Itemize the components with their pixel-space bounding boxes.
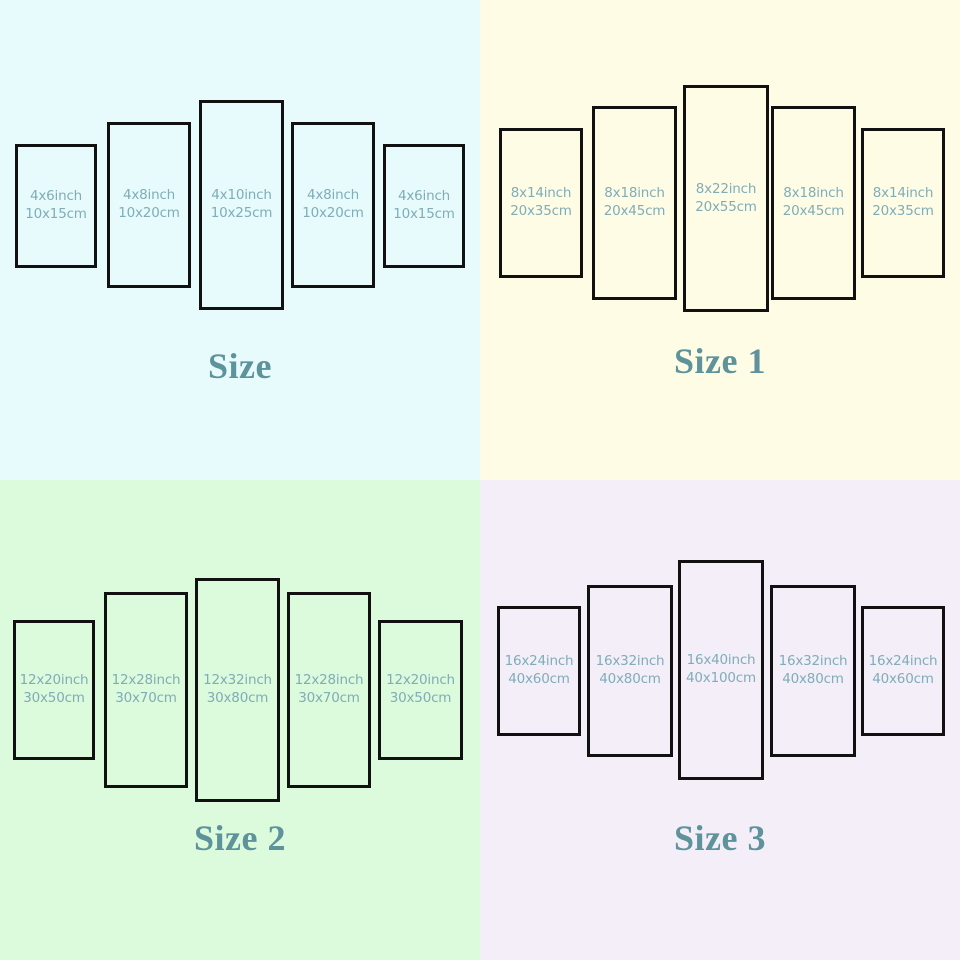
panel-size-3-3[interactable]: 16x40inch 40x100cm [678, 560, 764, 780]
panel-size-3-4[interactable]: 16x32inch 40x80cm [770, 585, 856, 757]
panel-label: 12x20inch 30x50cm [386, 672, 455, 708]
panel-label-cm: 30x70cm [298, 690, 360, 706]
panel-label-cm: 20x45cm [603, 203, 666, 219]
panel-size-1-2[interactable]: 8x18inch 20x45cm [592, 106, 677, 300]
panel-size-2-5[interactable]: 12x20inch 30x50cm [378, 620, 463, 760]
panel-size-2-1[interactable]: 12x20inch 30x50cm [13, 620, 95, 760]
panel-size-1-4[interactable]: 8x18inch 20x45cm [771, 106, 856, 300]
panel-label-inch: 12x20inch [386, 672, 455, 689]
panel-label: 8x14inch 20x35cm [510, 185, 572, 221]
panel-label-cm: 20x35cm [510, 203, 572, 219]
quadrant-title-size-2: Size 2 [194, 818, 286, 858]
panel-label-cm: 30x50cm [23, 690, 85, 706]
quadrant-size: 4x6inch 10x15cm 4x8inch 10x20cm 4x10inch… [0, 0, 480, 480]
panel-label: 12x28inch 30x70cm [112, 672, 181, 708]
panel-label-cm: 40x100cm [686, 670, 756, 686]
panel-label-inch: 16x32inch [595, 653, 665, 670]
panel-label-cm: 40x60cm [872, 671, 934, 687]
panel-label: 16x24inch 40x60cm [869, 653, 938, 689]
panel-size-1[interactable]: 4x6inch 10x15cm [15, 144, 97, 268]
panel-label-inch: 4x8inch [306, 187, 360, 204]
quadrant-title-size: Size [208, 346, 272, 386]
panel-size-5[interactable]: 4x6inch 10x15cm [383, 144, 465, 268]
panel-size-4[interactable]: 4x8inch 10x20cm [291, 122, 375, 288]
panel-label: 8x22inch 20x55cm [695, 181, 757, 217]
panel-label-cm: 40x80cm [782, 671, 844, 687]
panel-group-size-1: 8x14inch 20x35cm 8x18inch 20x45cm 8x22in… [480, 0, 960, 480]
quadrant-size-3: 16x24inch 40x60cm 16x32inch 40x80cm 16x4… [480, 480, 960, 960]
panel-label-cm: 10x25cm [210, 205, 273, 221]
panel-group-size-2: 12x20inch 30x50cm 12x28inch 30x70cm 12x3… [0, 480, 480, 960]
panel-label: 8x14inch 20x35cm [872, 185, 934, 221]
quadrant-title-size-3: Size 3 [674, 818, 766, 858]
quadrant-size-2: 12x20inch 30x50cm 12x28inch 30x70cm 12x3… [0, 480, 480, 960]
panel-label-cm: 10x20cm [302, 205, 364, 221]
panel-label-inch: 4x6inch [29, 188, 83, 205]
panel-label-cm: 30x80cm [206, 690, 269, 706]
panel-label: 4x6inch 10x15cm [393, 188, 455, 224]
panel-label-cm: 20x35cm [872, 203, 934, 219]
panel-label: 12x28inch 30x70cm [295, 672, 364, 708]
panel-size-1-1[interactable]: 8x14inch 20x35cm [499, 128, 583, 278]
panel-group-size: 4x6inch 10x15cm 4x8inch 10x20cm 4x10inch… [0, 0, 480, 480]
panel-label-inch: 16x40inch [686, 652, 756, 669]
panel-size-2[interactable]: 4x8inch 10x20cm [107, 122, 191, 288]
panel-label-cm: 40x80cm [599, 671, 661, 687]
panel-label-cm: 40x60cm [508, 671, 570, 687]
panel-label-inch: 12x32inch [203, 672, 272, 689]
panel-label-inch: 12x20inch [19, 672, 89, 689]
panel-label: 8x18inch 20x45cm [783, 185, 845, 221]
panel-label-inch: 8x18inch [604, 185, 665, 202]
panel-label: 16x40inch 40x100cm [686, 652, 756, 688]
panel-label-inch: 8x22inch [695, 180, 757, 197]
quadrant-size-1: 8x14inch 20x35cm 8x18inch 20x45cm 8x22in… [480, 0, 960, 480]
panel-size-2-4[interactable]: 12x28inch 30x70cm [287, 592, 371, 788]
panel-label: 4x8inch 10x20cm [302, 187, 364, 223]
panel-label-cm: 30x70cm [115, 690, 177, 706]
panel-label-inch: 4x6inch [397, 188, 451, 205]
panel-size-1-5[interactable]: 8x14inch 20x35cm [861, 128, 945, 278]
panel-size-2-3[interactable]: 12x32inch 30x80cm [195, 578, 280, 802]
panel-group-size-3: 16x24inch 40x60cm 16x32inch 40x80cm 16x4… [480, 480, 960, 960]
panel-label-cm: 10x20cm [118, 205, 180, 221]
panel-label-cm: 10x15cm [25, 206, 87, 222]
panel-label-inch: 16x32inch [778, 653, 848, 670]
panel-label: 8x18inch 20x45cm [604, 185, 666, 221]
panel-label-cm: 10x15cm [393, 206, 455, 222]
quadrant-title-size-1: Size 1 [674, 341, 766, 381]
panel-label-inch: 12x28inch [111, 672, 181, 689]
panel-size-3[interactable]: 4x10inch 10x25cm [199, 100, 284, 310]
panel-label-inch: 8x18inch [783, 185, 844, 202]
panel-label: 16x24inch 40x60cm [505, 653, 574, 689]
panel-size-3-1[interactable]: 16x24inch 40x60cm [497, 606, 581, 736]
panel-label-inch: 8x14inch [872, 185, 934, 202]
panel-label: 4x10inch 10x25cm [211, 187, 273, 223]
panel-label-inch: 12x28inch [294, 672, 364, 689]
panel-label: 12x20inch 30x50cm [20, 672, 89, 708]
panel-label-inch: 4x10inch [211, 187, 272, 204]
panel-label-inch: 4x8inch [122, 187, 176, 204]
panel-label-cm: 30x50cm [389, 690, 452, 706]
panel-size-3-5[interactable]: 16x24inch 40x60cm [861, 606, 945, 736]
panel-size-3-2[interactable]: 16x32inch 40x80cm [587, 585, 673, 757]
panel-label: 4x8inch 10x20cm [118, 187, 180, 223]
panel-label-inch: 16x24inch [868, 653, 938, 670]
panel-label: 16x32inch 40x80cm [596, 653, 665, 689]
panel-label: 16x32inch 40x80cm [779, 653, 848, 689]
panel-size-1-3[interactable]: 8x22inch 20x55cm [683, 85, 769, 312]
panel-label-inch: 16x24inch [504, 653, 574, 670]
panel-label-inch: 8x14inch [510, 185, 572, 202]
panel-label-cm: 20x45cm [782, 203, 845, 219]
panel-label-cm: 20x55cm [695, 198, 757, 215]
panel-label: 12x32inch 30x80cm [203, 672, 272, 708]
panel-size-2-2[interactable]: 12x28inch 30x70cm [104, 592, 188, 788]
panel-label: 4x6inch 10x15cm [25, 188, 87, 224]
